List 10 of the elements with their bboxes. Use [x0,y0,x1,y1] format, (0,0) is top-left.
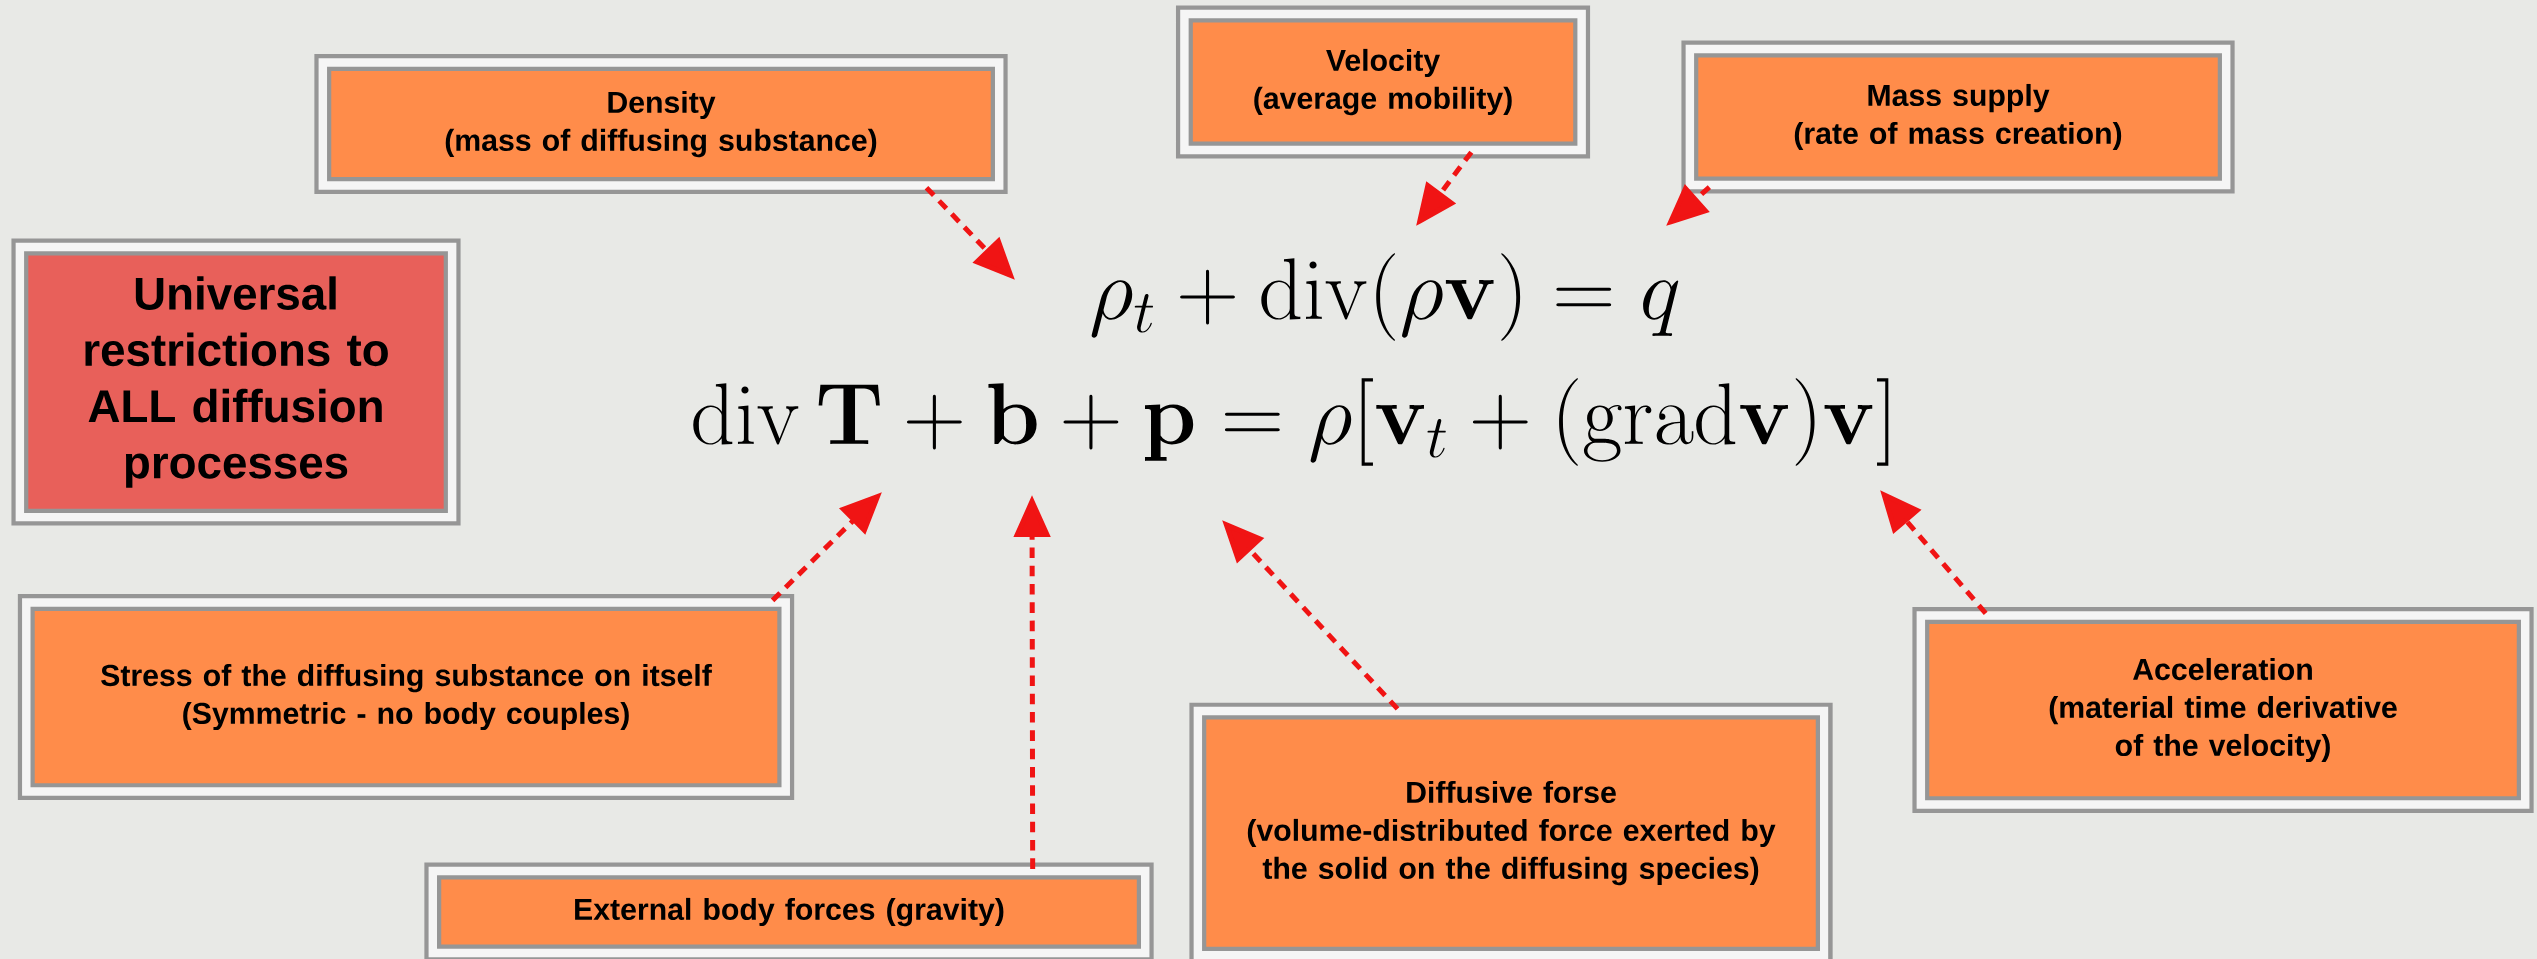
callout-box: Acceleration (material time derivative of the velocity) [1912,607,2534,814]
callout-box: Stress of the diffusing substance on itself (Symmetric - no body couples) [17,594,795,800]
callout-box: Diffusive forse (volume-distributed force exerted by the solid on the diffusing species) [1189,702,1833,959]
callout-box: Density (mass of diffusing substance) [314,54,1008,194]
callout-box: Velocity (average mobility) [1175,5,1591,159]
callout-box: External body forces (gravity) [424,862,1154,959]
equation: $\rho_t+\mathrm{div}(\rho\mathbf{v})=q$ [1091,253,1679,341]
note-box: Universal restrictions to ALL diffusion processes [11,238,461,526]
equation: $\mathrm{div}\,\mathbf{T}+\mathbf{b}+\mathbf{p}=\rho[\mathbf{v}_t+(\mathrm{grad}\mathbf{v})\mathbf{v}]$ [693,378,1889,466]
callout-box: Mass supply (rate of mass creation) [1681,40,2235,194]
